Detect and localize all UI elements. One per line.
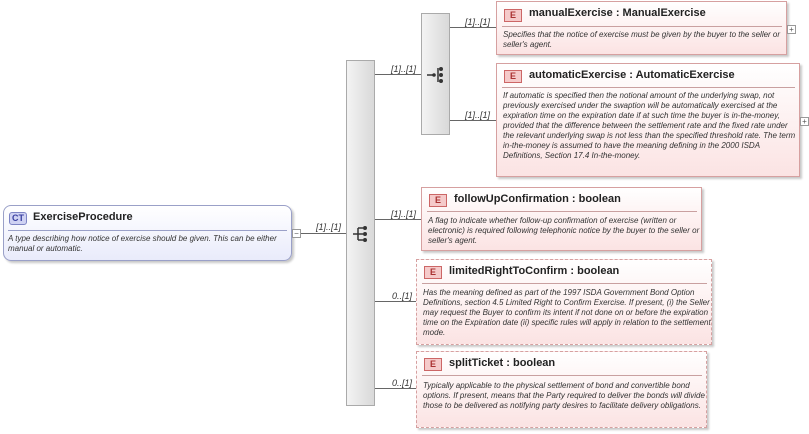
element-name: followUpConfirmation : boolean xyxy=(454,193,621,205)
complex-type-description: A type describing how notice of exercise… xyxy=(8,234,277,253)
element-name: limitedRightToConfirm : boolean xyxy=(449,265,620,277)
element-split-ticket[interactable]: E splitTicket : boolean Typically applic… xyxy=(416,351,707,428)
element-automatic-exercise[interactable]: E automaticExercise : AutomaticExercise … xyxy=(496,63,800,177)
choice-to-manual-line xyxy=(450,27,496,28)
automatic-exercise-multiplicity: [1]..[1] xyxy=(465,110,491,120)
expand-manual-exercise[interactable]: + xyxy=(787,25,796,34)
follow-up-multiplicity: [1]..[1] xyxy=(391,209,417,219)
choice-multiplicity: [1]..[1] xyxy=(391,64,417,74)
root-to-sequence-line xyxy=(300,233,346,234)
element-badge: E xyxy=(504,70,522,83)
element-description: Has the meaning defined as part of the 1… xyxy=(423,288,711,337)
choice-compositor[interactable] xyxy=(421,13,450,135)
limited-right-multiplicity: 0..[1] xyxy=(392,291,413,301)
sequence-to-follow-up-line xyxy=(375,219,421,220)
element-description: Typically applicable to the physical set… xyxy=(423,381,705,410)
element-badge: E xyxy=(429,194,447,207)
sequence-icon xyxy=(353,226,367,242)
element-badge: E xyxy=(504,9,522,22)
collapse-toggle[interactable]: − xyxy=(292,229,301,238)
element-badge: E xyxy=(424,358,442,371)
element-description: If automatic is specified then the notio… xyxy=(503,91,796,160)
element-badge: E xyxy=(424,266,442,279)
complex-type-exercise-procedure[interactable]: CT ExerciseProcedure A type describing h… xyxy=(3,205,292,261)
element-divider xyxy=(422,375,702,376)
element-name: manualExercise : ManualExercise xyxy=(529,7,706,19)
choice-to-automatic-line xyxy=(450,120,496,121)
choice-icon xyxy=(427,67,443,83)
manual-exercise-multiplicity: [1]..[1] xyxy=(465,17,491,27)
element-name: splitTicket : boolean xyxy=(449,357,556,369)
complex-type-divider xyxy=(8,230,287,231)
element-divider xyxy=(427,211,697,212)
element-divider xyxy=(502,26,782,27)
complex-type-badge: CT xyxy=(9,212,27,225)
sequence-to-choice-line xyxy=(375,74,421,75)
sequence-to-split-ticket-line xyxy=(375,388,416,389)
element-divider xyxy=(502,87,795,88)
element-manual-exercise[interactable]: E manualExercise : ManualExercise Specif… xyxy=(496,1,787,55)
sequence-to-limited-right-line xyxy=(375,301,416,302)
expand-automatic-exercise[interactable]: + xyxy=(800,117,809,126)
element-description: A flag to indicate whether follow-up con… xyxy=(428,216,700,245)
element-limited-right-to-confirm[interactable]: E limitedRightToConfirm : boolean Has th… xyxy=(416,259,712,345)
element-follow-up-confirmation[interactable]: E followUpConfirmation : boolean A flag … xyxy=(421,187,702,251)
complex-type-name: ExerciseProcedure xyxy=(33,211,133,223)
sequence-compositor[interactable] xyxy=(346,60,375,406)
element-name: automaticExercise : AutomaticExercise xyxy=(529,69,735,81)
element-description: Specifies that the notice of exercise mu… xyxy=(503,30,781,49)
element-divider xyxy=(422,283,707,284)
root-multiplicity: [1]..[1] xyxy=(316,222,342,232)
split-ticket-multiplicity: 0..[1] xyxy=(392,378,413,388)
